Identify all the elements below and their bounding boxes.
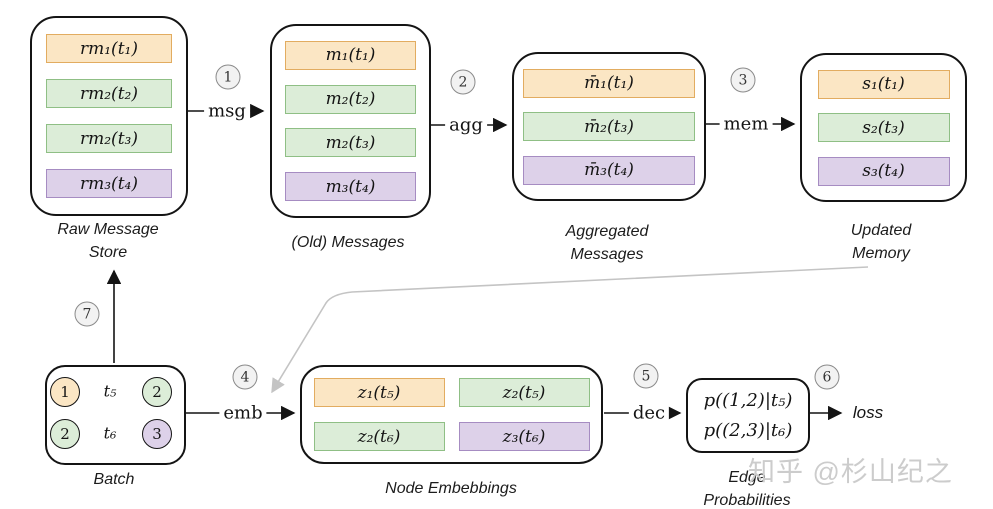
memory-row-3: s₃(t₄)	[817, 156, 950, 186]
batch-node-src-1: 1	[50, 377, 80, 407]
emb-arrow-label: emb	[219, 402, 267, 424]
node-embeddings-box: z₁(t₅) z₂(t₅) z₂(t₆) z₃(t₆)	[300, 365, 603, 464]
step-7-badge: 7	[74, 301, 100, 327]
raw-message-store-box: rm₁(t₁) rm₂(t₂) rm₂(t₃) rm₃(t₄)	[30, 16, 188, 216]
messages-row-1: m₁(t₁)	[285, 40, 416, 70]
embedding-cell-3: z₂(t₆)	[313, 422, 445, 451]
mem-arrow-label: mem	[719, 113, 773, 135]
updated-memory-label: Updated Memory	[850, 222, 912, 262]
store-row-3: rm₂(t₃)	[46, 124, 172, 153]
raw-message-store-label: Raw Message Store	[57, 221, 159, 261]
batch-edge-2-time-label: t₆	[101, 423, 119, 443]
edge-probability-2: p((2,3)|t₆)	[703, 419, 793, 441]
edge-probabilities-label: Edge Probabilities	[703, 469, 791, 509]
embedding-cell-1: z₁(t₅)	[313, 378, 445, 407]
aggregated-row-2: m̄₂(t₃)	[523, 112, 695, 141]
batch-node-src-2: 2	[50, 419, 80, 449]
node-embeddings-label: Node Embebbings	[385, 480, 517, 497]
edge-probability-1: p((1,2)|t₅)	[703, 390, 793, 412]
batch-label: Batch	[93, 471, 135, 488]
aggregated-messages-label: Aggregated Messages	[565, 223, 649, 263]
store-row-4: rm₃(t₄)	[46, 169, 172, 198]
aggregated-row-3: m̄₃(t₄)	[523, 155, 695, 185]
embedding-cell-4: z₃(t₆)	[458, 422, 590, 451]
memory-row-1: s₁(t₁)	[817, 69, 950, 99]
step-2-badge: 2	[450, 69, 476, 95]
edge-probabilities-box: p((1,2)|t₅) p((2,3)|t₆)	[686, 378, 810, 453]
memory-row-2: s₂(t₃)	[817, 113, 950, 142]
batch-node-dst-1: 2	[142, 377, 172, 407]
messages-row-3: m₂(t₃)	[285, 128, 416, 158]
old-messages-label: (Old) Messages	[291, 234, 405, 251]
aggregated-row-1: m̄₁(t₁)	[523, 68, 695, 98]
step-4-badge: 4	[232, 364, 258, 390]
store-row-1: rm₁(t₁)	[46, 34, 172, 63]
step-3-badge: 3	[730, 67, 756, 93]
embedding-cell-2: z₂(t₅)	[458, 378, 590, 407]
messages-row-2: m₂(t₂)	[285, 84, 416, 114]
messages-row-4: m₃(t₄)	[285, 172, 416, 202]
msg-arrow-label: msg	[204, 100, 250, 122]
loss-label: loss	[852, 403, 884, 422]
batch-edge-1-time-label: t₅	[101, 381, 119, 401]
batch-node-dst-2: 3	[142, 419, 172, 449]
store-row-2: rm₂(t₂)	[46, 79, 172, 108]
dec-arrow-label: dec	[628, 402, 670, 424]
step-5-badge: 5	[633, 363, 659, 389]
updated-memory-box: s₁(t₁) s₂(t₃) s₃(t₄)	[800, 53, 967, 202]
step-1-badge: 1	[215, 64, 241, 90]
step-6-badge: 6	[814, 364, 840, 390]
memory-to-emb-gray-arrow	[271, 266, 869, 394]
watermark-text: 知乎 @杉山纪之	[748, 457, 953, 487]
agg-arrow-label: agg	[445, 114, 487, 136]
old-messages-box: m₁(t₁) m₂(t₂) m₂(t₃) m₃(t₄)	[270, 24, 431, 218]
aggregated-messages-box: m̄₁(t₁) m̄₂(t₃) m̄₃(t₄)	[512, 52, 706, 201]
